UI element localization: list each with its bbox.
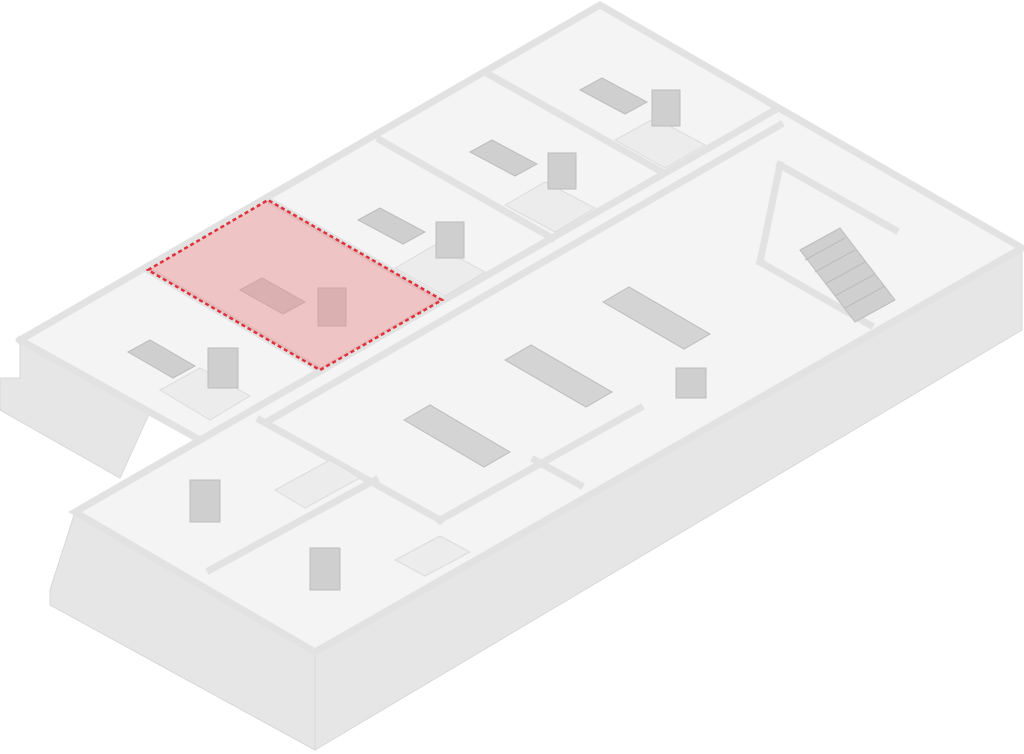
staircase — [799, 227, 896, 323]
bathroom — [393, 535, 472, 577]
corridor-wall-inner — [265, 120, 785, 425]
highlighted-room — [145, 198, 445, 372]
stair-wall — [775, 160, 900, 235]
room-partition — [205, 475, 380, 575]
conference-table — [602, 286, 711, 350]
corridor-wall — [195, 105, 780, 445]
display-screen — [675, 367, 707, 399]
room-partition — [375, 135, 557, 243]
room-partition — [255, 415, 445, 525]
bathroom — [503, 181, 597, 233]
conference-table — [504, 344, 613, 408]
bathroom — [393, 244, 487, 297]
stair-wall — [755, 160, 785, 267]
bathroom — [273, 459, 362, 509]
conference-table — [403, 404, 511, 468]
bathroom — [158, 367, 251, 421]
bathroom — [613, 117, 707, 169]
room-partition — [485, 70, 667, 177]
room-partition — [530, 455, 585, 490]
patient-room-furniture — [126, 77, 681, 591]
